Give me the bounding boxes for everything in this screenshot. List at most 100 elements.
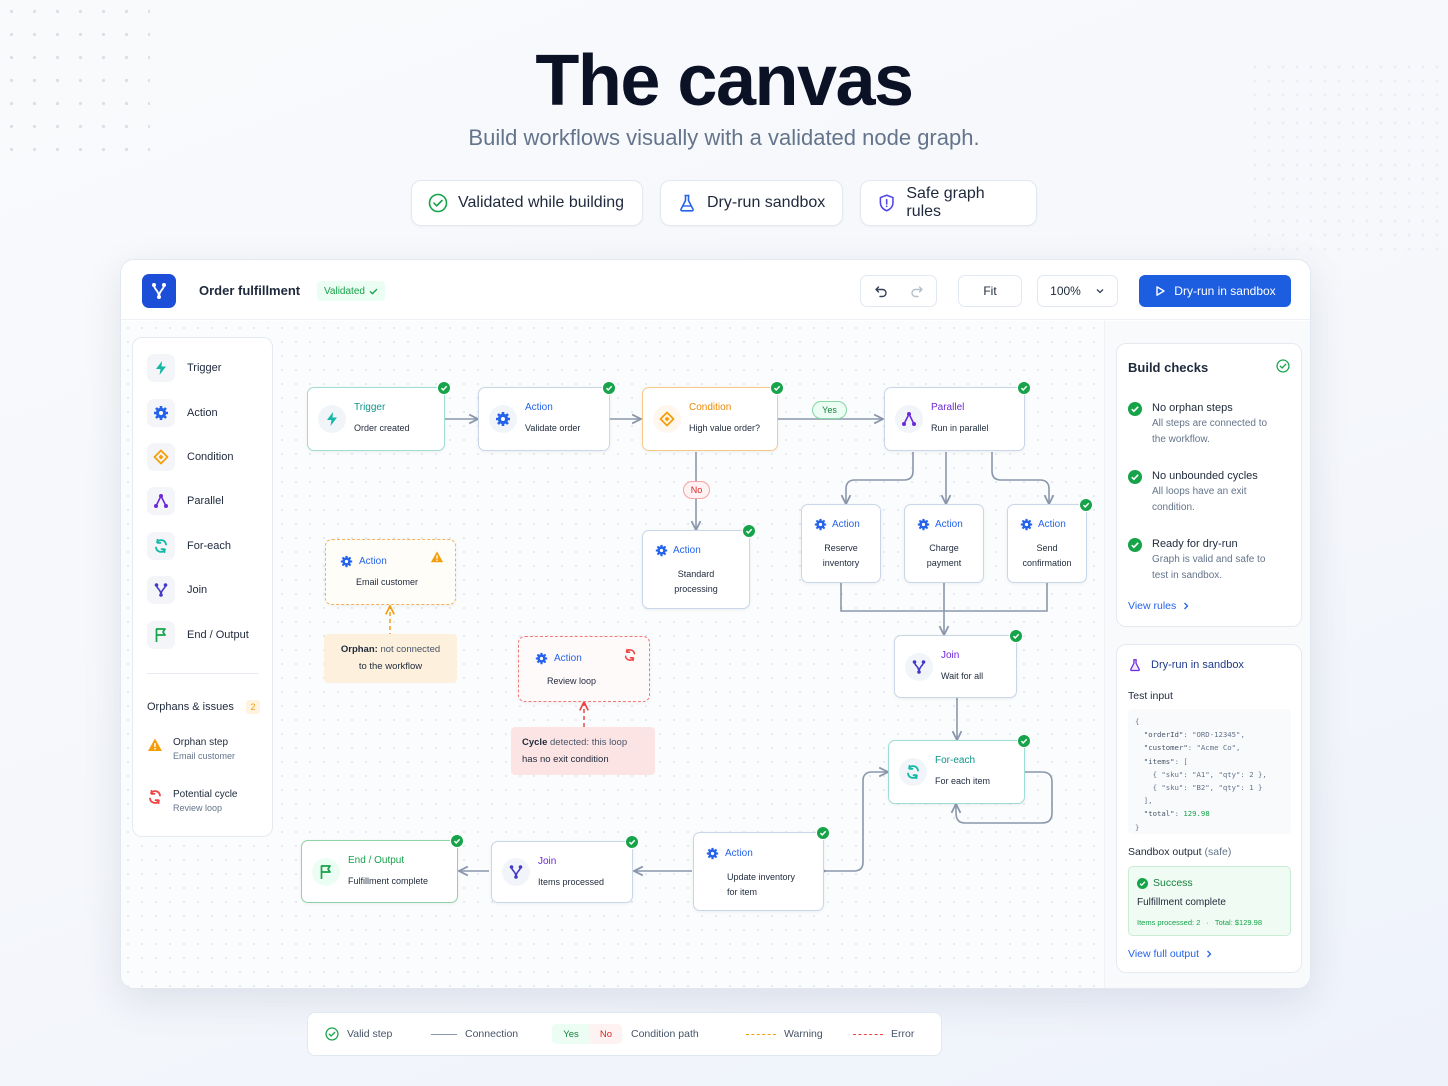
node-end-fulfillment-complete[interactable]: End / Output Fulfillment complete	[301, 834, 464, 903]
join-icon	[154, 583, 168, 597]
check-title: No orphan steps	[1152, 402, 1233, 414]
node-label: Order created	[354, 423, 410, 433]
node-join-items-processed[interactable]: Join Items processed	[491, 835, 639, 903]
node-label: Validate order	[525, 423, 581, 433]
valid-check-icon	[625, 835, 639, 849]
edge-branches-join	[840, 583, 1048, 634]
node-label: Run in parallel	[931, 423, 989, 433]
palette-item-end-output[interactable]: End / Output	[147, 621, 249, 649]
palette-item-join[interactable]: Join	[147, 576, 207, 604]
node-condition-high-value[interactable]: Condition High value order?	[642, 381, 784, 451]
view-rules-link[interactable]: View rules	[1128, 600, 1190, 612]
sandbox-output-box: Success Fulfillment complete Items proce…	[1128, 866, 1291, 936]
check-icon	[369, 288, 378, 295]
legend-yes-tag: Yes	[552, 1024, 590, 1044]
check-circle-filled-icon	[1128, 538, 1142, 552]
node-action-validate-order[interactable]: Action Validate order	[478, 381, 616, 451]
palette-item-parallel[interactable]: Parallel	[147, 487, 224, 515]
cycle-icon	[624, 648, 636, 662]
issue-title: Potential cycle	[173, 789, 238, 800]
node-type: Action	[725, 848, 753, 859]
legend-condition-path: Yes No Condition path	[552, 1024, 699, 1044]
sandbox-output-label: Sandbox output (safe)	[1128, 846, 1231, 858]
node-label: For each item	[935, 776, 991, 786]
node-action-email-customer-orphan[interactable]: Action Email customer	[325, 539, 456, 605]
output-items-processed: Items processed: 2	[1137, 918, 1201, 927]
node-action-review-loop-cycle[interactable]: Action Review loop	[518, 636, 650, 702]
undo-icon[interactable]	[874, 284, 888, 298]
gear-icon	[1020, 518, 1033, 531]
feature-pill-label: Dry-run sandbox	[707, 194, 826, 211]
node-parallel-run[interactable]: Parallel Run in parallel	[884, 381, 1031, 451]
workflow-name[interactable]: Order fulfillment	[199, 283, 301, 298]
issue-detail: Review loop	[173, 803, 223, 813]
check-detail: All loops have an exit condition.	[1152, 486, 1247, 513]
gear-icon	[814, 518, 827, 531]
note-text: detected: this loop	[547, 737, 628, 748]
diamond-icon	[153, 449, 169, 465]
feature-pill-safe-rules: Safe graph rules	[860, 180, 1037, 226]
orphan-warning-note: Orphan: not connected to the workflow	[324, 634, 457, 683]
warning-icon	[148, 738, 162, 751]
gear-icon	[496, 412, 510, 426]
check-title: No unbounded cycles	[1152, 470, 1258, 482]
note-bold: Cycle	[522, 737, 548, 748]
edge-foreach-loop	[956, 771, 1053, 824]
sandbox-card: Dry-run in sandbox Test input { "orderId…	[1116, 644, 1302, 973]
palette-item-label: Parallel	[187, 495, 224, 507]
check-circle-filled-icon	[1137, 877, 1148, 889]
workflow-editor-window: Order fulfillment Validated Fit 100% Dry…	[120, 259, 1311, 989]
node-trigger-order-created[interactable]: Trigger Order created	[307, 381, 451, 451]
fit-button[interactable]: Fit	[958, 275, 1022, 307]
check-detail: Graph is valid and safe to test in sandb…	[1152, 554, 1266, 581]
palette-item-for-each[interactable]: For-each	[147, 532, 231, 560]
node-label: Update inventory	[727, 872, 796, 882]
palette-item-trigger[interactable]: Trigger	[147, 354, 221, 382]
view-full-output-link[interactable]: View full output	[1128, 948, 1213, 960]
dry-run-button[interactable]: Dry-run in sandbox	[1139, 275, 1291, 307]
legend-error: Error	[853, 1028, 914, 1040]
node-label: Charge	[929, 543, 959, 553]
valid-check-icon	[1009, 629, 1023, 643]
check-title: Ready for dry-run	[1152, 538, 1238, 550]
palette-divider	[147, 673, 258, 674]
valid-check-icon	[816, 826, 830, 840]
node-type: End / Output	[348, 855, 405, 866]
canvas-legend: Valid step Connection Yes No Condition p…	[307, 1012, 942, 1056]
node-for-each-item[interactable]: For-each For each item	[888, 734, 1031, 804]
node-label: Items processed	[538, 877, 605, 887]
palette-item-condition[interactable]: Condition	[147, 443, 233, 471]
error-line-swatch	[853, 1033, 883, 1035]
node-type: Action	[832, 519, 860, 530]
diamond-icon	[659, 411, 675, 427]
parallel-icon	[154, 494, 168, 508]
app-logo[interactable]	[142, 274, 176, 308]
edge-update-foreach	[824, 772, 887, 871]
output-total: Total: $129.98	[1214, 918, 1262, 927]
palette-item-action[interactable]: Action	[147, 399, 218, 427]
page-title: The canvas	[535, 41, 914, 121]
workflow-canvas[interactable]: Trigger Action Condition Parallel For-ea…	[121, 321, 1104, 988]
output-label-text: Sandbox output	[1128, 846, 1202, 858]
zoom-select[interactable]: 100%	[1037, 275, 1118, 307]
node-label: Fulfillment complete	[348, 876, 429, 886]
node-type: For-each	[935, 755, 976, 766]
legend-label: Error	[891, 1028, 915, 1040]
feature-pill-sandbox: Dry-run sandbox	[660, 180, 843, 226]
node-type: Trigger	[354, 402, 386, 413]
legend-warning: Warning	[746, 1028, 823, 1040]
redo-icon[interactable]	[910, 284, 924, 298]
play-icon	[1156, 286, 1165, 296]
node-join-wait-for-all[interactable]: Join Wait for all	[894, 629, 1023, 698]
sandbox-title: Dry-run in sandbox	[1151, 659, 1244, 671]
test-input-json[interactable]: { "orderId": "ORD-12345", "customer": "A…	[1128, 709, 1291, 834]
